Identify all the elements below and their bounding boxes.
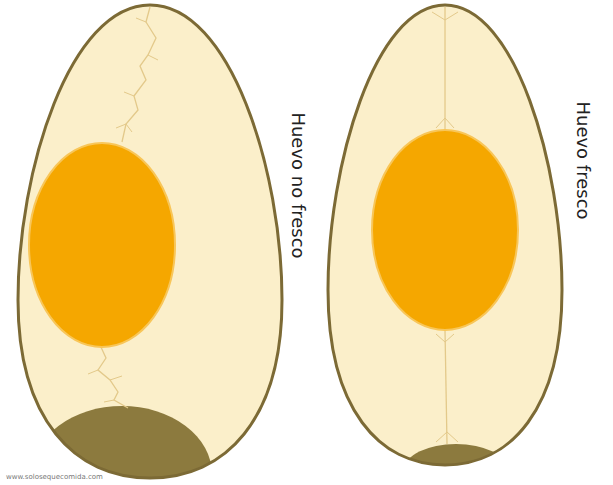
chalaza-branch	[432, 12, 458, 128]
egg-white	[18, 5, 282, 478]
yolk	[29, 143, 175, 347]
egg-caption: Huevo fresco	[572, 101, 593, 219]
watermark: www.solosequecomida.com	[6, 473, 103, 481]
chalaza	[444, 7, 445, 130]
egg-white	[328, 5, 562, 465]
chalaza-branch	[88, 370, 122, 402]
egg-not-fresh	[18, 5, 282, 485]
chalaza-branch	[436, 334, 458, 442]
egg-fresh	[328, 5, 562, 485]
egg-caption: Huevo no fresco	[288, 112, 309, 258]
chalaza	[122, 7, 156, 142]
chalaza	[98, 345, 128, 408]
chalaza	[445, 330, 447, 444]
egg-shell	[18, 5, 282, 478]
egg-shell	[328, 5, 562, 465]
chalaza-branch	[116, 18, 158, 132]
yolk	[372, 130, 518, 330]
